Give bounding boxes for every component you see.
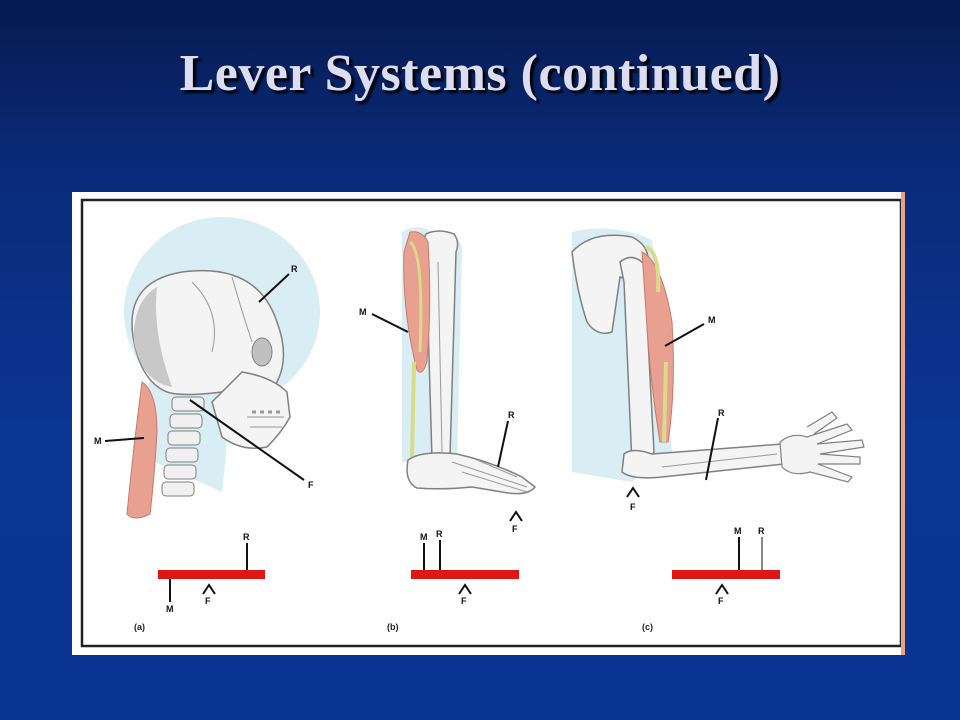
panel-c-r-label: R — [718, 408, 725, 418]
neck-muscle — [126, 381, 158, 519]
panel-c-f-label: F — [630, 502, 636, 512]
panel-c-lever: M R F — [672, 526, 780, 606]
panel-b-f-label: F — [512, 524, 518, 534]
panel-a-f-pointer — [189, 399, 305, 481]
panel-a-lever-r: R — [243, 532, 250, 542]
panel-c-lever-bar — [672, 570, 780, 579]
lever-diagram-svg: R M F R M F (a) M R F M R F — [80, 192, 905, 655]
foot — [406, 452, 537, 495]
biceps-tendons — [645, 245, 668, 443]
panel-c-r-pointer — [705, 417, 719, 481]
skull-sutures — [191, 276, 253, 353]
fibula-line — [437, 261, 443, 453]
figure-edge-strip — [901, 192, 905, 655]
hand — [779, 423, 865, 483]
panel-c-illustration — [571, 228, 865, 483]
skull-cranium — [131, 269, 285, 399]
slide-title: Lever Systems (continued) — [179, 45, 781, 102]
panel-b-r-label: R — [508, 410, 515, 420]
forearm-radius-ulna — [661, 453, 778, 468]
panel-a-lever-f: F — [205, 596, 211, 606]
foot-bones — [451, 459, 528, 493]
panel-a-f-label: F — [308, 480, 314, 490]
panel-b-lever-bar — [411, 570, 519, 579]
panel-b-m-pointer — [371, 313, 409, 333]
panel-a-lever-bar — [158, 570, 265, 579]
thumb — [806, 411, 838, 435]
panel-a-m-pointer — [104, 437, 145, 442]
panel-c-caption: (c) — [642, 622, 653, 632]
panel-a-m-label: M — [94, 436, 102, 446]
panel-a-lever-fulcrum-symbol — [202, 583, 216, 595]
calf-muscle-highlight — [408, 240, 423, 353]
panel-c-fulcrum-symbol — [626, 486, 640, 498]
panel-a-caption: (a) — [134, 622, 145, 632]
panel-b-r-pointer — [497, 420, 509, 468]
panel-b-lever-m: M — [420, 532, 428, 542]
panel-c-m-pointer — [664, 323, 705, 347]
panel-c-lever-fulcrum-symbol — [715, 583, 729, 595]
skull-eye-socket — [251, 337, 273, 367]
panel-b-lever: M R F — [411, 529, 519, 606]
panel-b-fulcrum-symbol — [509, 510, 523, 522]
panel-b-illustration — [402, 227, 537, 495]
panel-a-lever: R M F — [158, 532, 265, 614]
panel-c-lever-m: M — [734, 526, 742, 536]
panel-b-caption: (b) — [387, 622, 399, 632]
panel-a-r-label: R — [291, 264, 298, 274]
panel-a-r-pointer — [258, 273, 290, 303]
panel-b-lever-f: F — [461, 596, 467, 606]
panel-b-lever-fulcrum-symbol — [458, 583, 472, 595]
cervical-spine — [161, 396, 205, 497]
panel-c-m-label: M — [708, 315, 716, 325]
panel-c-lever-f: F — [718, 596, 724, 606]
panel-b-m-label: M — [359, 307, 367, 317]
panel-b-lever-r: R — [436, 529, 443, 539]
lever-systems-figure: R M F R M F (a) M R F M R F — [72, 192, 905, 655]
skull-teeth — [247, 416, 284, 428]
achilles-tendon — [410, 361, 416, 458]
panel-a-lever-m: M — [166, 604, 174, 614]
calf-muscle — [403, 231, 431, 373]
skull-occipital-shade — [133, 287, 172, 387]
panel-c-lever-r: R — [758, 526, 765, 536]
panel-a-illustration — [124, 217, 320, 519]
